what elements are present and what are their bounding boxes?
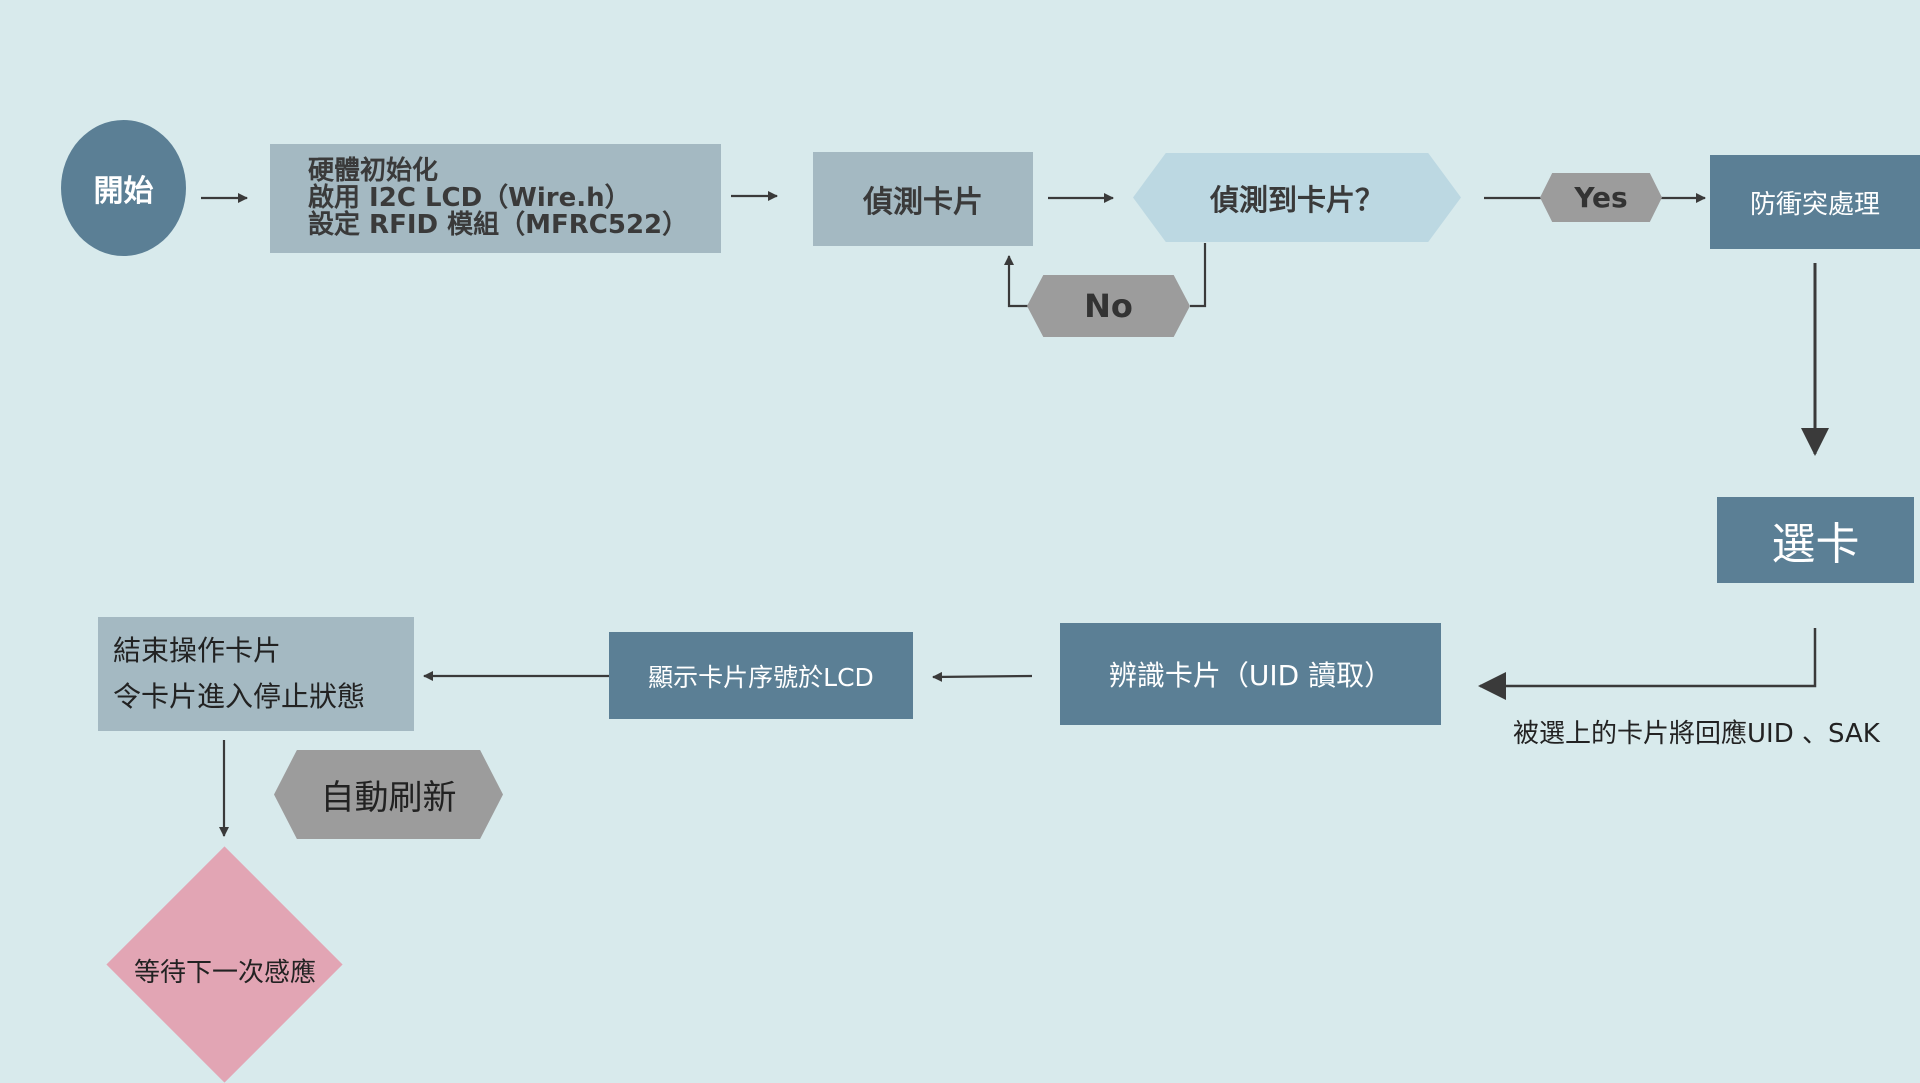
yes-label: Yes [1574, 181, 1628, 214]
detect-card-node: 偵測卡片 [813, 152, 1033, 246]
auto-refresh-text: 自動刷新 [320, 778, 457, 818]
identify-card-node: 辨識卡片（UID 讀取） [1060, 623, 1441, 725]
init-line-1: 硬體初始化 [308, 156, 439, 186]
yes-branch-label: Yes [1540, 173, 1662, 222]
end-operation-line-1: 結束操作卡片 [113, 634, 282, 667]
identify-card-label: 辨識卡片（UID 讀取） [1108, 659, 1393, 692]
arrow-identify-to-display [932, 671, 1033, 682]
display-uid-label: 顯示卡片序號於LCD [648, 662, 874, 692]
no-label: No [1084, 287, 1133, 325]
select-card-node: 選卡 [1717, 497, 1914, 583]
display-uid-node: 顯示卡片序號於LCD [609, 632, 913, 719]
anticollision-node: 防衝突處理 [1710, 155, 1920, 249]
select-note: 被選上的卡片將回應UID 、SAK [1513, 719, 1880, 749]
wait-next-label-wrap: 等待下一次感應 [115, 940, 335, 1000]
arrow-select-to-identify [1478, 628, 1817, 700]
init-line-2: 啟用 I2C LCD（Wire.h） [308, 183, 631, 213]
start-label: 開始 [93, 174, 154, 209]
auto-refresh-label: 自動刷新 [274, 750, 503, 839]
end-operation-line-2: 令卡片進入停止狀態 [113, 680, 366, 713]
end-operation-node: 結束操作卡片 令卡片進入停止狀態 [98, 617, 414, 731]
arrow-no-to-detect [1004, 255, 1030, 308]
start-node: 開始 [61, 120, 186, 256]
select-card-label: 選卡 [1771, 519, 1860, 570]
card-detected-decision: 偵測到卡片？ [1133, 153, 1461, 242]
init-line-3: 設定 RFID 模組（MFRC522） [308, 210, 689, 240]
line-question-to-no [1190, 243, 1207, 308]
no-branch-label: No [1027, 275, 1190, 337]
init-node: 硬體初始化 啟用 I2C LCD（Wire.h） 設定 RFID 模組（MFRC… [270, 144, 721, 253]
detect-card-label: 偵測卡片 [863, 185, 983, 220]
wait-next-label: 等待下一次感應 [133, 957, 316, 988]
card-detected-label: 偵測到卡片？ [1209, 182, 1384, 217]
anticollision-label: 防衝突處理 [1749, 189, 1880, 220]
